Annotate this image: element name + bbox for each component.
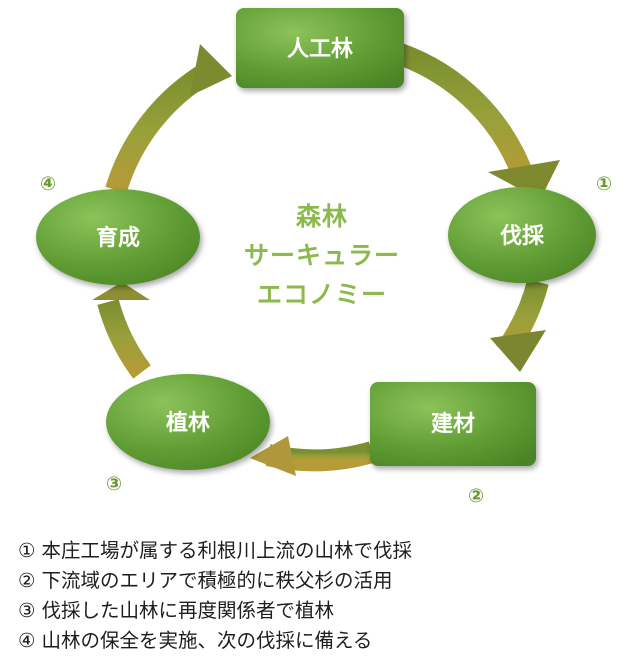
center-title: 森林 サーキュラー エコノミー [244, 202, 400, 309]
node-planting: 植林 [106, 374, 270, 470]
node-label-felling: 伐採 [500, 224, 545, 249]
node-label-building-material: 建材 [431, 412, 475, 437]
center-title-line-3: エコノミー [257, 280, 387, 309]
node-label-plantation: 人工林 [287, 37, 353, 62]
step-numbers: ① ② ③ ④ [40, 173, 612, 507]
arrowhead-planting [250, 436, 296, 476]
node-building-material: 建材 [370, 382, 536, 466]
step-number-nurturing: ④ [40, 173, 56, 195]
node-label-planting: 植林 [166, 410, 210, 436]
node-label-nurturing: 育成 [96, 225, 140, 251]
note-number: ③ [18, 599, 36, 622]
note-text: 下流域のエリアで積極的に秩父杉の活用 [41, 569, 393, 592]
note-text: 伐採した山林に再度関係者で植林 [41, 599, 334, 622]
step-number-building-material: ② [468, 485, 484, 507]
note-number: ④ [18, 629, 36, 652]
arrowhead-building [490, 330, 546, 372]
node-nurturing: 育成 [36, 189, 200, 285]
note-number: ① [18, 539, 36, 562]
arrowhead-nurturing [92, 282, 150, 300]
note-text: 本庄工場が属する利根川上流の山林で伐採 [41, 539, 412, 562]
step-number-felling: ① [596, 173, 612, 195]
note-text: 山林の保全を実施、次の伐採に備える [41, 629, 373, 652]
step-number-planting: ③ [106, 473, 122, 495]
node-plantation: 人工林 [236, 8, 404, 88]
cycle-ring [97, 43, 549, 472]
node-felling: 伐採 [448, 187, 596, 283]
forest-circular-economy-diagram: 人工林 伐採 建材 植林 育成 森林 サーキュラー エコノミー ① ② ③ ④ [36, 8, 612, 507]
arc-plantation-to-felling [396, 43, 535, 182]
center-title-line-1: 森林 [296, 202, 348, 231]
arrowhead-plantation [190, 44, 232, 96]
center-title-line-2: サーキュラー [244, 241, 400, 270]
arc-planting-to-nurturing [97, 298, 151, 379]
note-number: ② [18, 569, 36, 592]
